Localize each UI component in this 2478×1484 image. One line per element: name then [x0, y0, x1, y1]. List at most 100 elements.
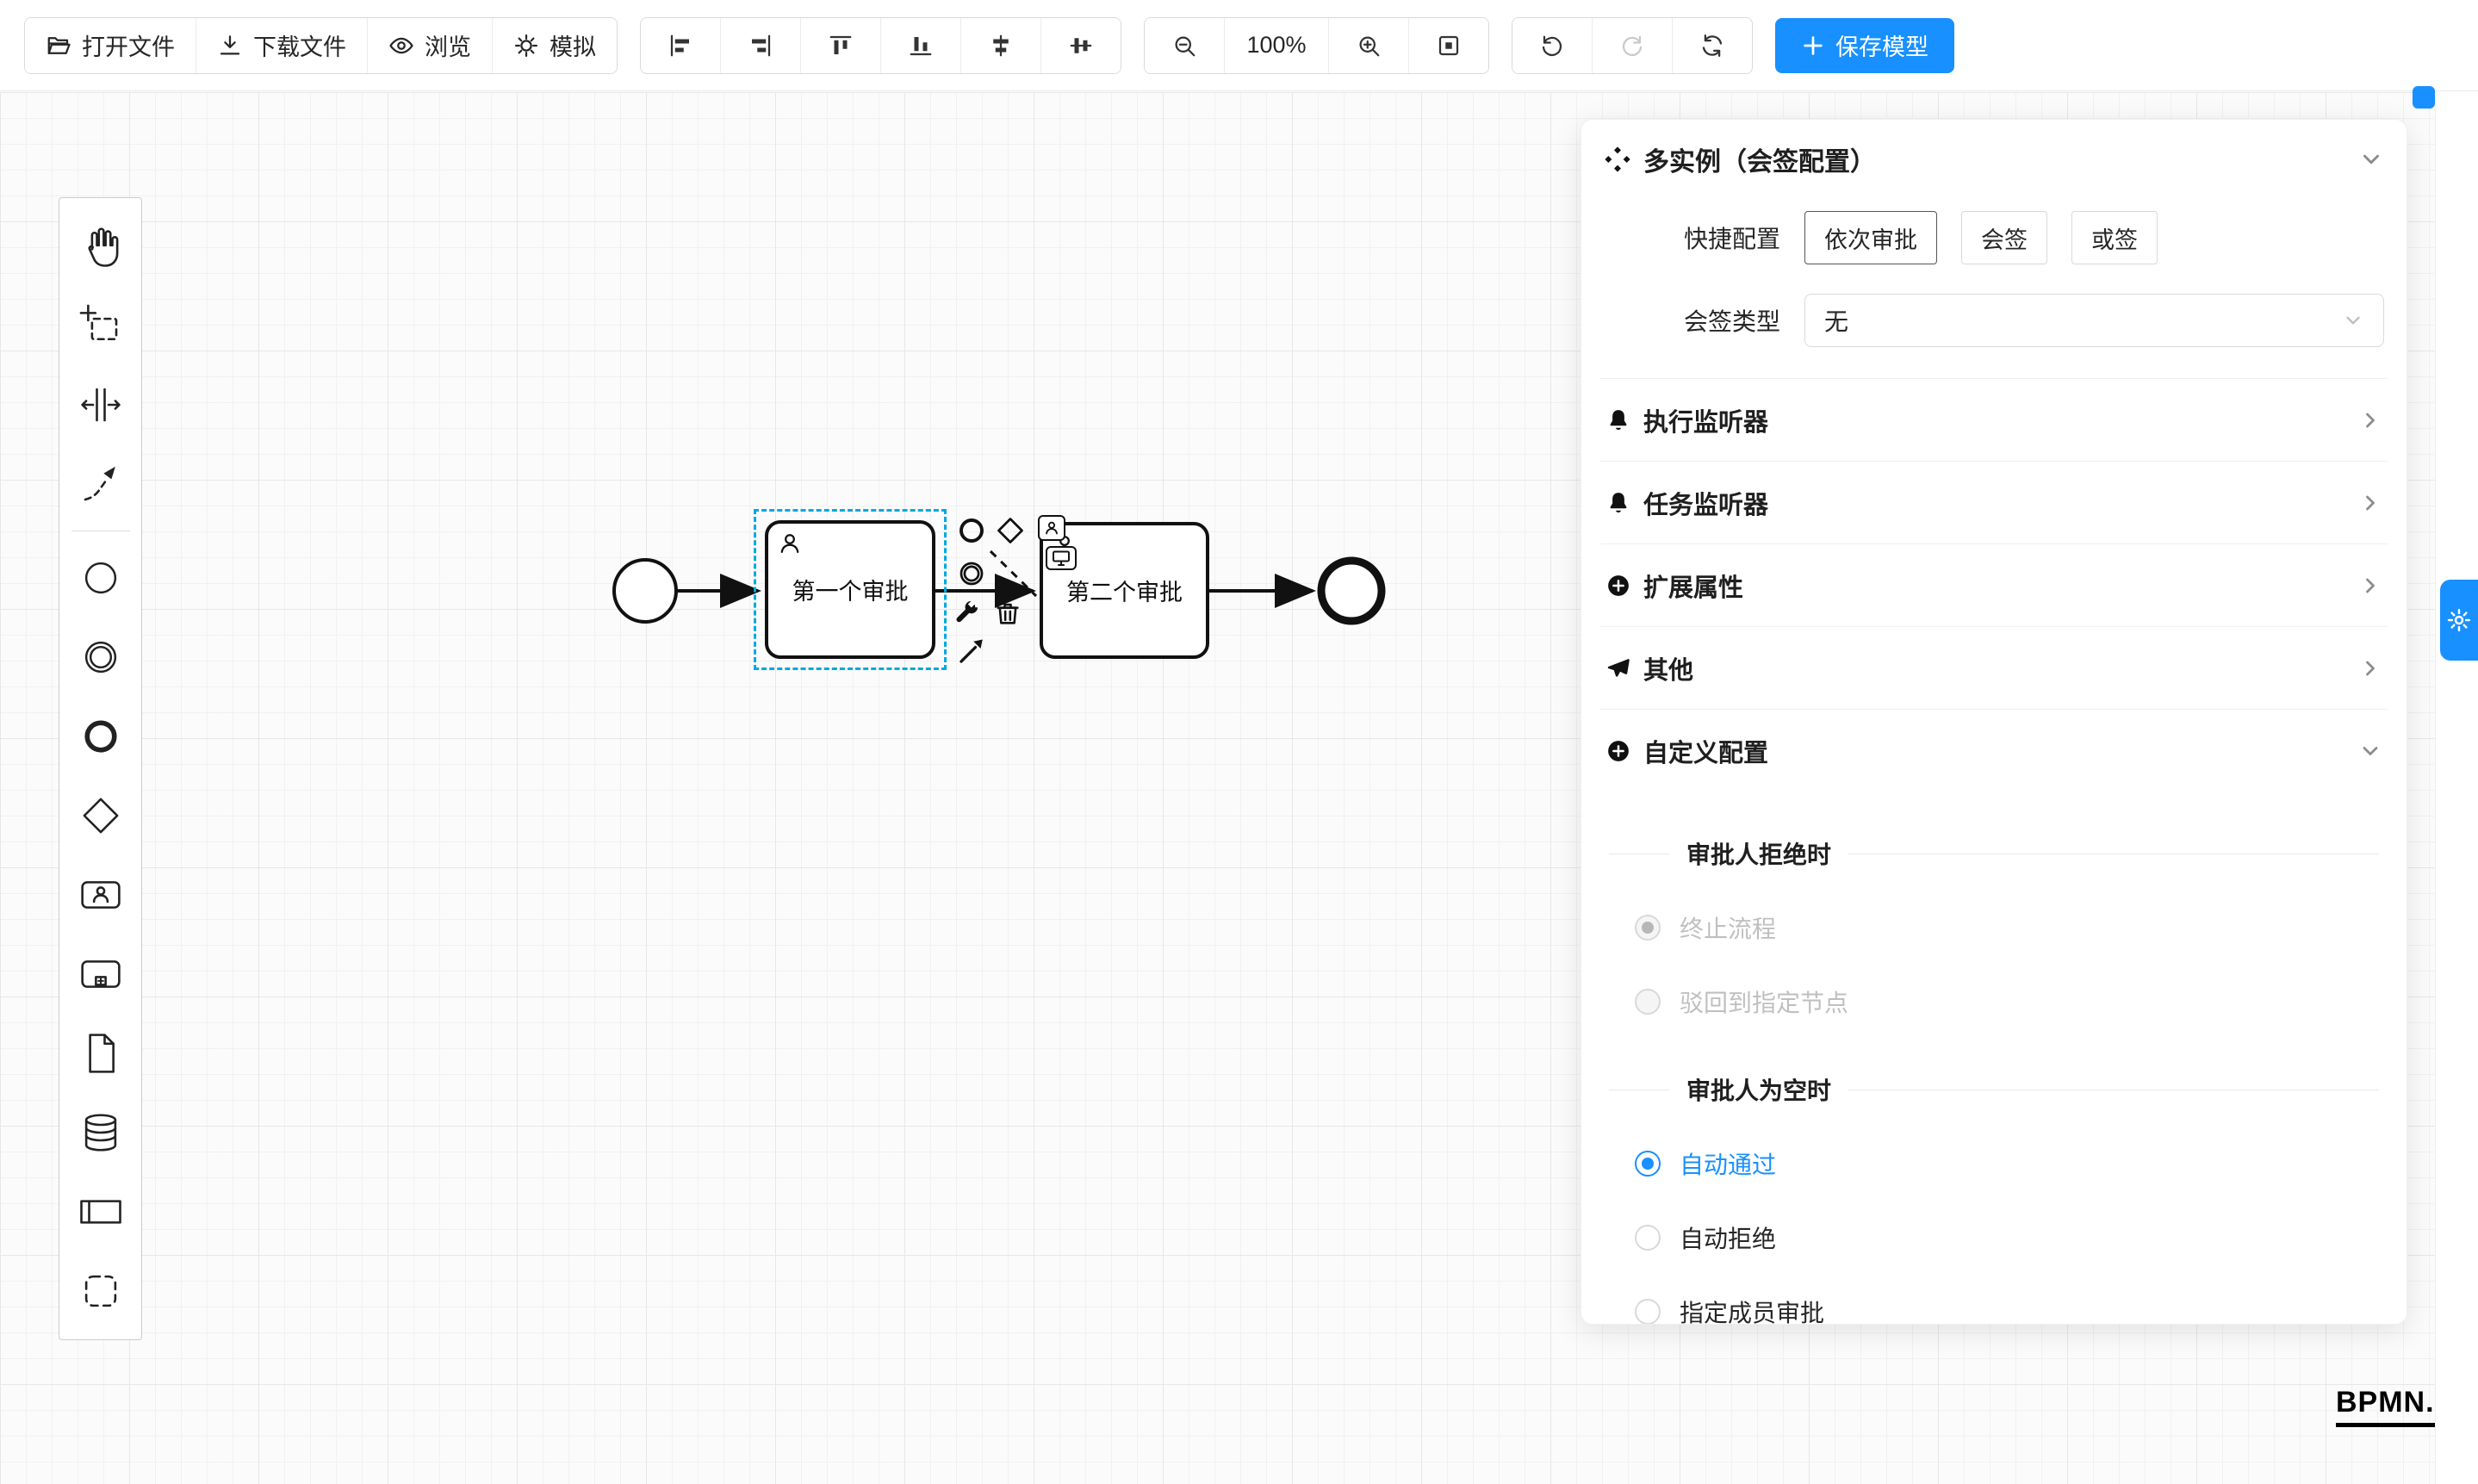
folder-open-icon	[47, 36, 71, 54]
align-right-button[interactable]	[721, 17, 801, 73]
align-top-button[interactable]	[801, 17, 881, 73]
settings-tab[interactable]	[2440, 580, 2478, 661]
preview-button[interactable]: 浏览	[368, 17, 493, 73]
append-gateway-button[interactable]	[993, 513, 1028, 548]
quick-option-countersign[interactable]: 会签	[1961, 211, 2047, 264]
create-end-event[interactable]	[59, 697, 141, 776]
lasso-tool[interactable]	[59, 286, 141, 365]
group-icon	[84, 1275, 116, 1307]
append-end-event-button[interactable]	[954, 513, 989, 548]
create-start-event[interactable]	[59, 538, 141, 618]
download-file-label: 下载文件	[253, 34, 346, 60]
chevron-right-icon	[2366, 495, 2375, 510]
zoom-in-button[interactable]	[1329, 17, 1409, 73]
section-extended-properties[interactable]: 扩展属性	[1600, 543, 2388, 626]
download-icon	[220, 34, 240, 54]
chevron-right-icon	[2366, 661, 2375, 675]
toolbar: 打开文件 下载文件 浏览 模拟	[0, 0, 2478, 91]
align-bottom-button[interactable]	[881, 17, 961, 73]
delete-button[interactable]	[991, 596, 1025, 630]
append-intermediate-event-button[interactable]	[954, 556, 989, 591]
undo-button[interactable]	[1512, 17, 1593, 73]
quick-option-orsign[interactable]: 或签	[2071, 211, 2158, 264]
create-intermediate-event[interactable]	[59, 618, 141, 697]
align-left-icon	[670, 34, 689, 56]
open-file-label: 打开文件	[82, 34, 175, 60]
chevron-right-icon	[2366, 413, 2375, 427]
intermediate-event-icon	[960, 562, 984, 586]
multi-type-select[interactable]: 无	[1804, 294, 2384, 347]
create-group[interactable]	[59, 1251, 141, 1331]
form-badge[interactable]	[1046, 546, 1077, 570]
create-gateway[interactable]	[59, 776, 141, 855]
save-model-button[interactable]: 保存模型	[1775, 17, 1954, 73]
connect-button[interactable]	[954, 634, 989, 668]
start-event-icon	[84, 562, 116, 594]
align-left-button[interactable]	[641, 17, 721, 73]
panel-title: 多实例（会签配置）	[1643, 148, 1876, 177]
create-sub-process[interactable]	[59, 934, 141, 1014]
start-event[interactable]	[612, 558, 678, 624]
gateway-icon	[997, 518, 1023, 543]
task-label: 第二个审批	[1066, 580, 1183, 605]
quick-option-sequential[interactable]: 依次审批	[1804, 211, 1937, 264]
fit-viewport-icon	[1438, 35, 1459, 55]
trash-icon	[997, 603, 1019, 624]
sub-process-icon	[80, 960, 121, 988]
zoom-out-icon	[1175, 36, 1196, 56]
create-user-task[interactable]	[59, 855, 141, 934]
space-tool[interactable]	[59, 365, 141, 444]
section-custom-config[interactable]: 自定义配置	[1600, 709, 2388, 792]
radio-return-to-node[interactable]: 驳回到指定节点	[1635, 984, 2388, 1019]
change-type-button[interactable]	[950, 596, 984, 630]
redo-button[interactable]	[1593, 17, 1673, 73]
task-label: 第一个审批	[792, 579, 909, 605]
panel-sections: 执行监听器 任务监听器 扩展属性 其他 自定义配置	[1600, 378, 2388, 792]
gear-icon	[2447, 608, 2471, 632]
radio-circle	[1635, 1151, 1661, 1177]
association-preview-line	[989, 550, 1038, 598]
align-vertical-center-button[interactable]	[1041, 17, 1121, 73]
task-second-approval[interactable]: 第二个审批	[1040, 522, 1209, 659]
assignee-badge[interactable]	[1038, 515, 1065, 541]
palette	[59, 197, 142, 1340]
align-top-icon	[829, 35, 852, 54]
hand-tool[interactable]	[59, 207, 141, 286]
reject-section-header: 审批人拒绝时	[1609, 836, 2379, 871]
create-participant[interactable]	[59, 1172, 141, 1251]
radio-assign-member[interactable]: 指定成员审批	[1635, 1295, 2388, 1324]
create-data-store[interactable]	[59, 1093, 141, 1172]
quick-config-label: 快捷配置	[1683, 226, 1780, 252]
section-task-listener[interactable]: 任务监听器	[1600, 461, 2388, 543]
lasso-icon	[79, 304, 117, 341]
end-event-icon	[84, 720, 117, 753]
reset-button[interactable]	[1673, 17, 1752, 73]
radio-circle	[1635, 1225, 1661, 1251]
radio-auto-reject[interactable]: 自动拒绝	[1635, 1220, 2388, 1255]
intermediate-event-icon	[84, 641, 116, 674]
panel-scrollbar-thumb[interactable]	[2413, 86, 2435, 109]
section-other[interactable]: 其他	[1600, 626, 2388, 709]
align-horizontal-center-button[interactable]	[961, 17, 1041, 73]
task-first-approval[interactable]: 第一个审批	[765, 520, 935, 659]
gateway-icon	[83, 798, 118, 834]
create-document[interactable]	[59, 1014, 141, 1093]
open-file-button[interactable]: 打开文件	[25, 17, 196, 73]
global-connect-tool[interactable]	[59, 444, 141, 524]
right-gutter	[2435, 92, 2478, 1484]
radio-circle	[1635, 915, 1661, 941]
simulate-button[interactable]: 模拟	[493, 17, 617, 73]
multi-instance-header[interactable]: 多实例（会签配置）	[1581, 120, 2407, 199]
custom-config-content: 审批人拒绝时 终止流程 驳回到指定节点 审批人为空时 自动通过	[1581, 836, 2407, 1324]
radio-auto-pass[interactable]: 自动通过	[1635, 1146, 2388, 1181]
align-right-icon	[752, 34, 771, 56]
section-execution-listener[interactable]: 执行监听器	[1600, 378, 2388, 461]
bell-icon	[1610, 492, 1627, 512]
download-file-button[interactable]: 下载文件	[196, 17, 368, 73]
zoom-out-button[interactable]	[1145, 17, 1225, 73]
end-event[interactable]	[1317, 556, 1386, 625]
fit-viewport-button[interactable]	[1409, 17, 1488, 73]
space-tool-icon	[80, 388, 121, 422]
diagram-layer	[612, 550, 1386, 625]
radio-terminate-process[interactable]: 终止流程	[1635, 910, 2388, 945]
